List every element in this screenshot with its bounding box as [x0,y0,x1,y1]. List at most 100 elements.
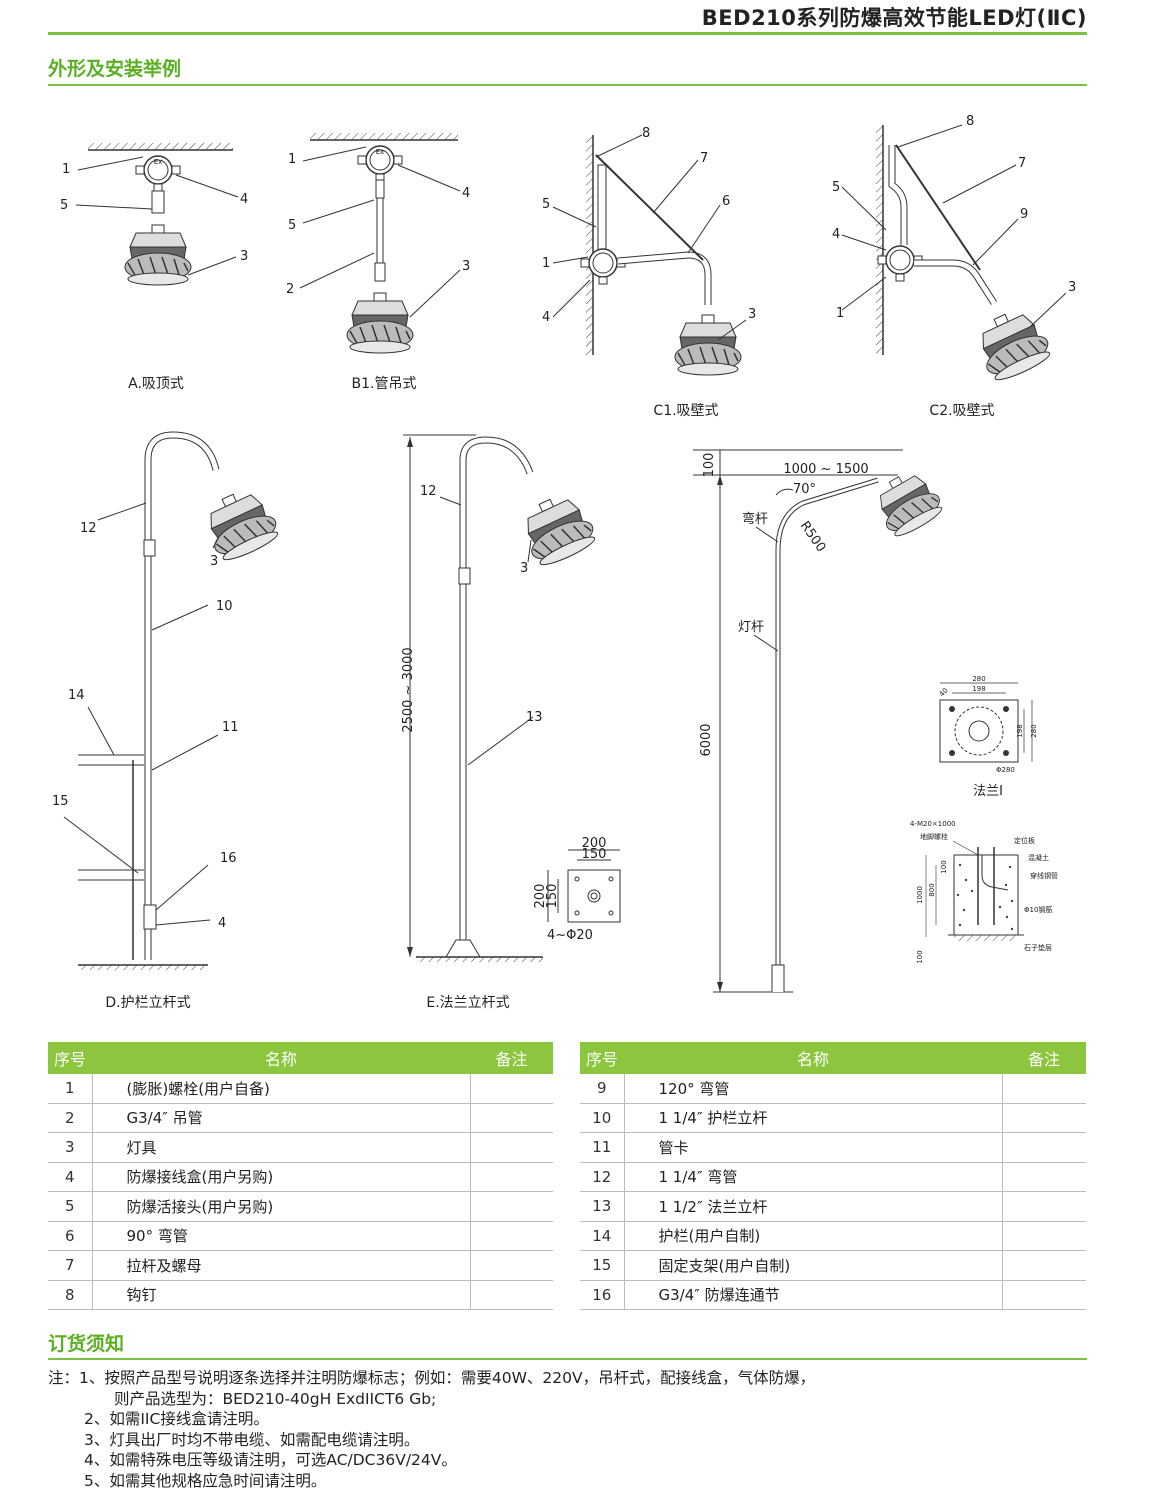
svg-text:3: 3 [1068,280,1076,295]
row-no: 15 [580,1251,624,1281]
fd-800: 800 [928,883,936,896]
dim-pole-radius: R500 [797,519,829,555]
ex-badge: Ex [376,148,385,156]
row-name: 护栏(用户自制) [624,1221,1002,1251]
row-name: 管卡 [624,1133,1002,1163]
row-name: 1 1/2″ 法兰立杆 [624,1192,1002,1222]
svg-text:4: 4 [240,192,248,207]
note-line: 4、如需特殊电压等级请注明，可选AC/DC36V/24V。 [48,1450,815,1471]
row-name: 120° 弯管 [624,1074,1002,1103]
flange-dim-198: 198 [972,685,985,693]
row-no: 16 [580,1280,624,1310]
diagram-b1-pendant: Ex 1 5 2 4 3 B1.管吊式 [286,133,470,392]
flange-dim-phi: Φ280 [996,766,1015,774]
svg-text:5: 5 [60,198,68,213]
svg-text:12: 12 [420,484,437,499]
col-name: 名称 [92,1042,470,1074]
row-remark [1002,1133,1086,1163]
diagram-pole: 100 6000 1000 ~ 1500 70° R500 弯杆 灯杆 [693,450,947,992]
row-name: 90° 弯管 [92,1221,470,1251]
diagram-d-guardrail: 12 3 10 14 11 15 16 4 D.护栏立杆式 [52,435,283,1011]
svg-text:7: 7 [700,151,708,166]
svg-text:13: 13 [526,710,543,725]
svg-text:6: 6 [722,194,730,209]
caption-e: E.法兰立杆式 [426,995,509,1011]
section-heading-order: 订货须知 [48,1329,124,1356]
table-row: 1(膨胀)螺栓(用户自备) [48,1074,553,1103]
note-line: 2、如需IIC接线盒请注明。 [48,1409,815,1430]
fd-100b: 100 [916,950,924,963]
svg-text:16: 16 [220,851,237,866]
row-no: 7 [48,1251,92,1281]
row-no: 6 [48,1221,92,1251]
row-name: (膨胀)螺栓(用户自备) [92,1074,470,1103]
flange-dim-40: 40 [938,686,950,698]
svg-text:1: 1 [542,256,550,271]
diagram-c2-wall: 8 7 9 5 4 1 3 C2.吸壁式 [832,114,1076,419]
flange-dim-198-v: 198 [1016,724,1024,737]
row-no: 14 [580,1221,624,1251]
dim-base-h2: 150 [545,884,560,909]
row-name: G3/4″ 防爆连通节 [624,1280,1002,1310]
row-no: 1 [48,1074,92,1103]
svg-text:15: 15 [52,794,69,809]
fd-concrete: 混凝土 [1028,853,1049,862]
section-rule-install [48,84,1087,86]
row-remark [1002,1192,1086,1222]
svg-text:12: 12 [80,521,97,536]
svg-text:3: 3 [240,249,248,264]
svg-text:14: 14 [68,688,85,703]
svg-text:1: 1 [836,306,844,321]
dim-base-w2: 150 [582,847,607,862]
row-remark [470,1103,553,1133]
row-remark [470,1280,553,1310]
svg-text:7: 7 [1018,156,1026,171]
row-remark [1002,1221,1086,1251]
pole-rod-label: 灯杆 [738,620,764,635]
page-title: BED210系列防爆高效节能LED灯(ⅡC) [702,2,1087,32]
svg-text:4: 4 [218,916,226,931]
svg-text:3: 3 [210,554,218,569]
row-name: 防爆活接头(用户另购) [92,1192,470,1222]
row-name: 1 1/4″ 护栏立杆 [624,1103,1002,1133]
row-name: 防爆接线盒(用户另购) [92,1162,470,1192]
fd-1000: 1000 [916,886,924,904]
note-line: 3、灯具出厂时均不带电缆、如需配电缆请注明。 [48,1430,815,1451]
row-remark [1002,1074,1086,1103]
col-no: 序号 [580,1042,624,1074]
row-name: 拉杆及螺母 [92,1251,470,1281]
svg-text:3: 3 [462,259,470,274]
flange-dim-280-v: 280 [1030,724,1038,737]
row-no: 5 [48,1192,92,1222]
fd-anchor: 地脚螺栓 [920,832,948,841]
svg-text:3: 3 [520,561,528,576]
svg-text:4: 4 [462,186,470,201]
col-remark: 备注 [470,1042,553,1074]
caption-b1: B1.管吊式 [352,376,417,392]
row-name: 灯具 [92,1133,470,1163]
row-name: 1 1/4″ 弯管 [624,1162,1002,1192]
header-rule [48,32,1087,35]
base-plate-drawing: 200 150 200 150 4~Φ20 [533,836,620,943]
dim-base-holes: 4~Φ20 [547,928,593,943]
dim-pole-reach: 1000 ~ 1500 [783,462,868,477]
dim-e-height: 2500 ~ 3000 [401,647,416,732]
row-no: 4 [48,1162,92,1192]
row-no: 10 [580,1103,624,1133]
svg-text:9: 9 [1020,207,1028,222]
caption-c1: C1.吸壁式 [653,403,718,419]
dim-pole-100: 100 [702,453,717,478]
foundation-drawing: 4-M20×1000 地脚螺栓 定位板 混凝土 穿线钢管 Φ10钢筋 石子垫层 … [910,820,1058,964]
svg-text:5: 5 [542,197,550,212]
fd-plate: 定位板 [1014,836,1035,845]
